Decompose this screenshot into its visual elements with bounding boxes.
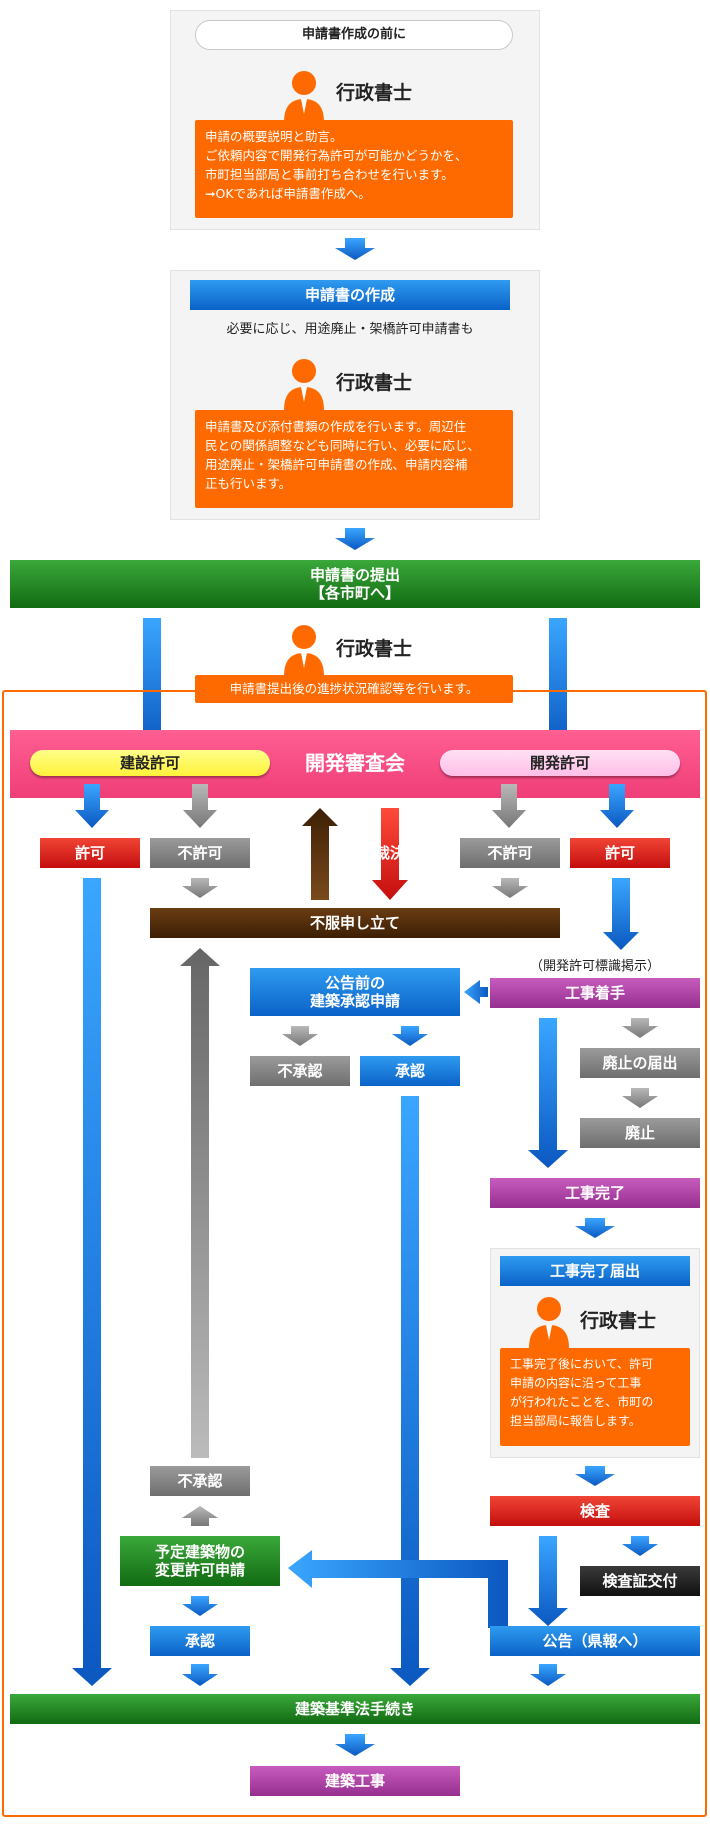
- pre-application-note: 申請の概要説明と助言。 ご依頼内容で開発行為許可が可能かどうかを、 市町担当部局…: [195, 120, 513, 218]
- note-line: 申請書及び添付書類の作成を行います。周辺住: [205, 419, 467, 434]
- construction-start: 工事着手: [490, 978, 700, 1008]
- construction-permit-capsule: 建設許可: [30, 750, 270, 776]
- deny-box-right: 不許可: [460, 838, 560, 868]
- person-icon: [284, 71, 324, 122]
- note-line: ➞OKであれば申請書作成へ。: [205, 186, 371, 201]
- permit-box-left: 許可: [40, 838, 140, 868]
- arrow-down-icon: [530, 1664, 566, 1686]
- construction-complete: 工事完了: [490, 1178, 700, 1208]
- note-line: 申請の内容に沿って工事: [510, 1376, 642, 1390]
- arrow-down-icon: [392, 1026, 428, 1046]
- arrow-down-icon: [372, 808, 408, 900]
- note-line: 申請の概要説明と助言。: [205, 129, 343, 144]
- arrow-up-icon: [302, 808, 338, 900]
- pre-notice-line-1: 公告前の: [324, 974, 385, 992]
- progress-note: 申請書提出後の進捗状況確認等を行います。: [195, 675, 513, 703]
- person-icon: [284, 625, 324, 676]
- disapproval-box: 不承認: [250, 1056, 350, 1086]
- completion-report-title: 工事完了届出: [500, 1256, 690, 1286]
- building-law-bar: 建築基準法手続き: [10, 1694, 700, 1724]
- arrow-down-icon: [575, 1466, 615, 1486]
- approval-box-left: 承認: [150, 1626, 250, 1656]
- arrow-down-icon: [390, 1096, 430, 1686]
- deny-box-left: 不許可: [150, 838, 250, 868]
- arrow-down-icon: [282, 1026, 318, 1046]
- application-prep-note: 申請書及び添付書類の作成を行います。周辺住 民との関係調整なども同時に行い、必要…: [195, 410, 513, 508]
- council-title: 開発審査会: [305, 751, 405, 775]
- note-line: 工事完了後において、許可: [510, 1357, 654, 1371]
- change-line-1: 予定建築物の: [154, 1543, 245, 1561]
- note-line: ご依頼内容で開発行為許可が可能かどうかを、: [205, 148, 468, 163]
- arrow-down-icon: [75, 784, 109, 828]
- application-prep-subtitle: 必要に応じ、用途廃止・架橋許可申請書も: [226, 322, 474, 337]
- person-label: 行政書士: [336, 638, 413, 660]
- submit-line-2: 【各市町へ】: [309, 584, 400, 602]
- arrow-down-icon: [492, 784, 526, 828]
- application-submit-bar: 申請書の提出 【各市町へ】: [10, 560, 700, 608]
- arrow-down-icon: [622, 1536, 658, 1556]
- person-icon: [284, 359, 324, 410]
- application-prep-title: 申請書の作成: [190, 280, 510, 310]
- arrow-down-icon: [183, 784, 217, 828]
- arrow-down-icon: [335, 238, 375, 260]
- completion-report-note: 工事完了後において、許可 申請の内容に沿って工事 が行われたことを、市町の 担当…: [500, 1348, 690, 1446]
- arrow-down-icon: [182, 1664, 218, 1686]
- arrow-up-icon: [182, 1506, 218, 1526]
- arrow-left-icon: [288, 1550, 508, 1628]
- abolish-box: 廃止: [580, 1118, 700, 1148]
- arrow-down-icon: [492, 878, 528, 898]
- building-work-box: 建築工事: [250, 1766, 460, 1796]
- person-label: 行政書士: [336, 82, 413, 104]
- arrow-down-icon: [575, 1218, 615, 1238]
- approval-box: 承認: [360, 1056, 460, 1086]
- arrow-down-icon: [182, 1596, 218, 1616]
- note-line: が行われたことを、市町の: [510, 1395, 654, 1409]
- arrow-left-icon: [464, 980, 488, 1004]
- change-permit-application: 予定建築物の 変更許可申請: [120, 1536, 280, 1586]
- arrow-down-icon: [72, 878, 112, 1686]
- note-line: 正も行います。: [205, 476, 292, 491]
- person-label: 行政書士: [336, 372, 413, 394]
- appeal-bar: 不服申し立て: [150, 908, 560, 938]
- arrow-down-icon: [335, 528, 375, 550]
- note-line: 市町担当部局と事前打ち合わせを行います。: [205, 167, 454, 182]
- arrow-down-icon: [622, 1088, 658, 1108]
- note-line: 用途廃止・架橋許可申請書の作成、申請内容補: [205, 457, 468, 472]
- person-icon: [529, 1297, 569, 1348]
- pre-application-pill: 申請書作成の前に: [195, 20, 513, 50]
- arrow-down-icon: [600, 784, 634, 828]
- arrow-down-icon: [182, 878, 218, 898]
- disapproval-box-left: 不承認: [150, 1466, 250, 1496]
- arrow-down-icon: [622, 1018, 658, 1038]
- sign-note: （開発許可標識掲示）: [529, 959, 660, 974]
- inspection-box: 検査: [490, 1496, 700, 1526]
- submit-line-1: 申請書の提出: [309, 566, 400, 584]
- ruling-box: 裁決: [374, 844, 405, 862]
- note-line: 担当部局に報告します。: [510, 1414, 641, 1428]
- public-notice-box: 公告（県報へ）: [490, 1626, 700, 1656]
- development-permit-capsule: 開発許可: [440, 750, 680, 776]
- arrow-down-icon: [335, 1734, 375, 1756]
- pre-notice-line-2: 建築承認申請: [309, 992, 400, 1010]
- certificate-box: 検査証交付: [580, 1566, 700, 1596]
- arrow-down-icon: [603, 878, 639, 950]
- abolish-notice-box: 廃止の届出: [580, 1048, 700, 1078]
- arrow-down-icon: [136, 618, 168, 748]
- note-line: 民との関係調整なども同時に行い、必要に応じ、: [205, 438, 480, 453]
- arrow-up-icon: [180, 948, 220, 1458]
- permit-box-right: 許可: [570, 838, 670, 868]
- arrow-down-icon: [528, 1018, 568, 1168]
- arrow-down-icon: [528, 1536, 568, 1626]
- change-line-2: 変更許可申請: [154, 1561, 245, 1579]
- pre-notice-building-approval: 公告前の 建築承認申請: [250, 968, 460, 1016]
- person-label: 行政書士: [580, 1310, 657, 1332]
- arrow-down-icon: [542, 618, 574, 748]
